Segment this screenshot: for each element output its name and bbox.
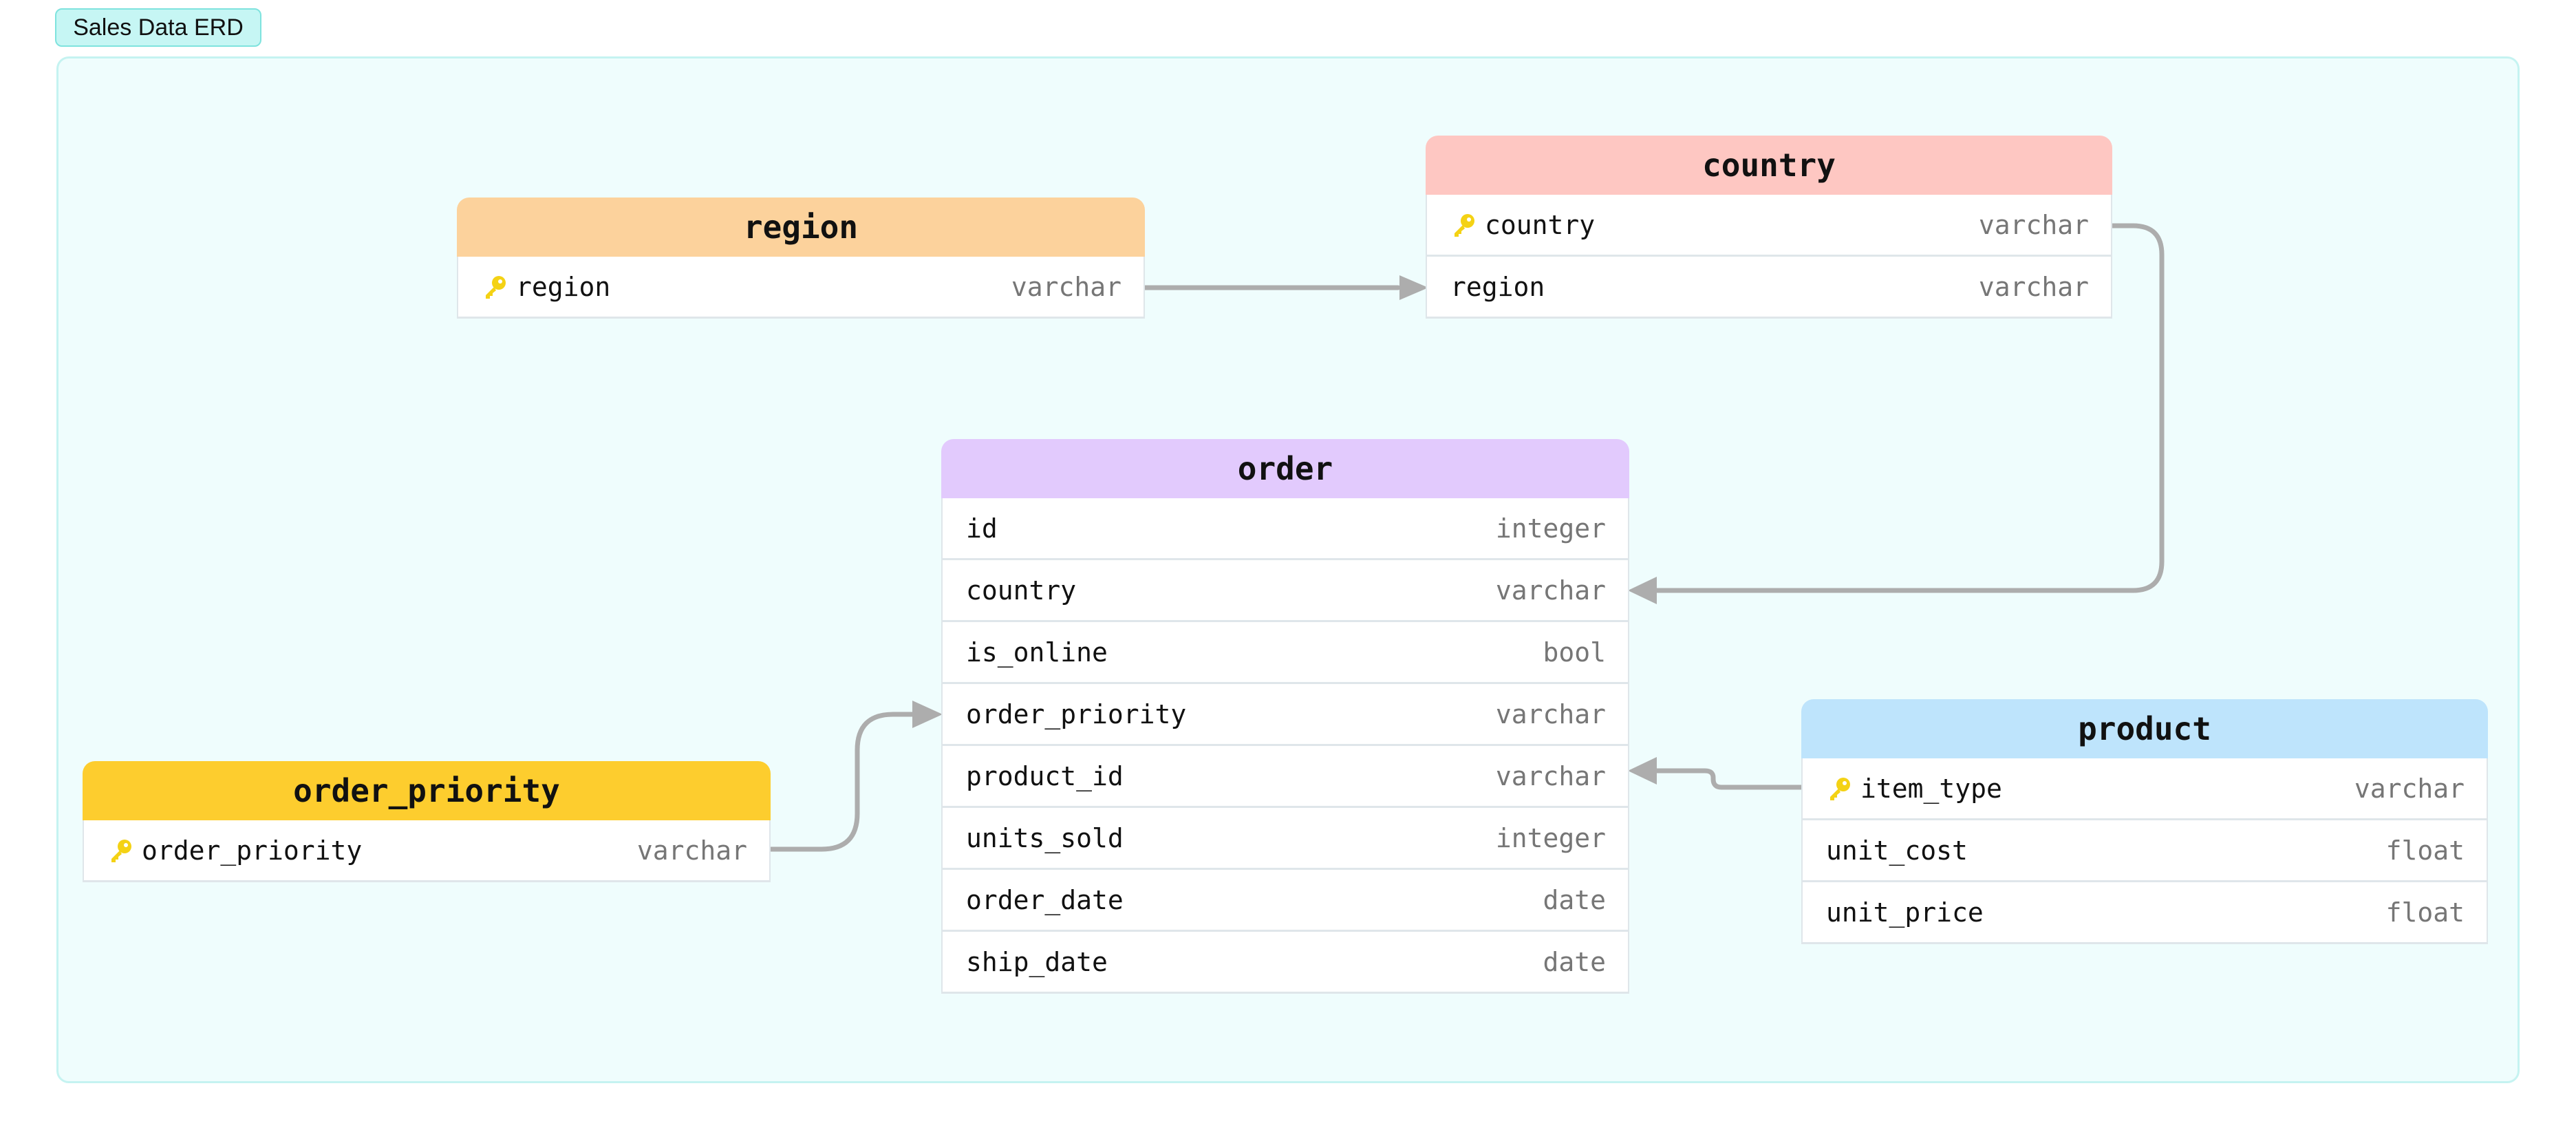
arrowhead-country-region	[1399, 275, 1428, 300]
column-name: order_priority	[966, 699, 1187, 729]
table-row[interactable]: region varchar	[457, 257, 1145, 319]
column-type: float	[2385, 897, 2465, 928]
column-type: integer	[1495, 822, 1606, 853]
edge-product-order	[1649, 768, 1805, 790]
column-name: unit_cost	[1826, 835, 1968, 866]
column-type: varchar	[1978, 271, 2089, 302]
column-name: id	[966, 513, 998, 544]
column-name: product_id	[966, 760, 1124, 791]
table-row[interactable]: order_priority varchar	[941, 684, 1629, 746]
table-row[interactable]: order_priority varchar	[83, 820, 771, 882]
table-row[interactable]: id integer	[941, 498, 1629, 560]
column-type: float	[2385, 835, 2465, 866]
country-table[interactable]: country country varchar region varchar	[1426, 136, 2112, 319]
column-type: bool	[1543, 637, 1606, 668]
column-type: varchar	[636, 835, 747, 866]
column-name: order_date	[966, 884, 1124, 915]
order-table[interactable]: order id integer country varchar is_online boo…	[941, 439, 1629, 994]
primary-key-icon	[107, 837, 136, 864]
table-header: order_priority	[83, 761, 771, 820]
table-header: product	[1801, 699, 2488, 758]
table-header: order	[941, 439, 1629, 498]
column-type: varchar	[1495, 575, 1606, 606]
column-name: units_sold	[966, 822, 1124, 853]
edge-orderpriority-order	[768, 712, 916, 852]
column-name: country	[1485, 209, 1596, 240]
column-type: date	[1543, 884, 1606, 915]
column-type: integer	[1495, 513, 1606, 544]
column-name: country	[966, 575, 1077, 606]
primary-key-icon	[482, 273, 511, 301]
arrowhead-order-orderpriority	[912, 701, 943, 728]
column-type: varchar	[1978, 209, 2089, 240]
column-name: region	[1450, 271, 1545, 302]
table-row[interactable]: region varchar	[1426, 257, 2112, 319]
column-name: region	[516, 271, 611, 302]
column-name: order_priority	[142, 835, 363, 866]
group-label: Sales Data ERD	[55, 8, 261, 47]
table-header: country	[1426, 136, 2112, 195]
primary-key-icon	[1826, 775, 1855, 802]
table-row[interactable]: order_date date	[941, 870, 1629, 932]
table-row[interactable]: is_online bool	[941, 622, 1629, 684]
table-row[interactable]: units_sold integer	[941, 808, 1629, 870]
column-type: varchar	[1495, 699, 1606, 729]
edge-country-order	[1649, 223, 2165, 593]
table-row[interactable]: country varchar	[941, 560, 1629, 622]
column-type: varchar	[1011, 271, 1121, 302]
column-type: date	[1543, 946, 1606, 977]
table-row[interactable]: product_id varchar	[941, 746, 1629, 808]
column-name: ship_date	[966, 946, 1108, 977]
table-row[interactable]: ship_date date	[941, 932, 1629, 994]
column-type: varchar	[2354, 773, 2465, 804]
arrowhead-order-country	[1628, 577, 1657, 604]
table-row[interactable]: unit_price float	[1801, 882, 2488, 944]
table-row[interactable]: country varchar	[1426, 195, 2112, 257]
table-row[interactable]: unit_cost float	[1801, 820, 2488, 882]
region-table[interactable]: region region varchar	[457, 198, 1145, 319]
column-name: is_online	[966, 637, 1108, 668]
column-name: unit_price	[1826, 897, 1984, 928]
primary-key-icon	[1450, 211, 1479, 239]
table-header: region	[457, 198, 1145, 257]
column-name: item_type	[1860, 773, 2002, 804]
column-type: varchar	[1495, 760, 1606, 791]
table-row[interactable]: item_type varchar	[1801, 758, 2488, 820]
arrowhead-order-productid	[1628, 757, 1657, 785]
